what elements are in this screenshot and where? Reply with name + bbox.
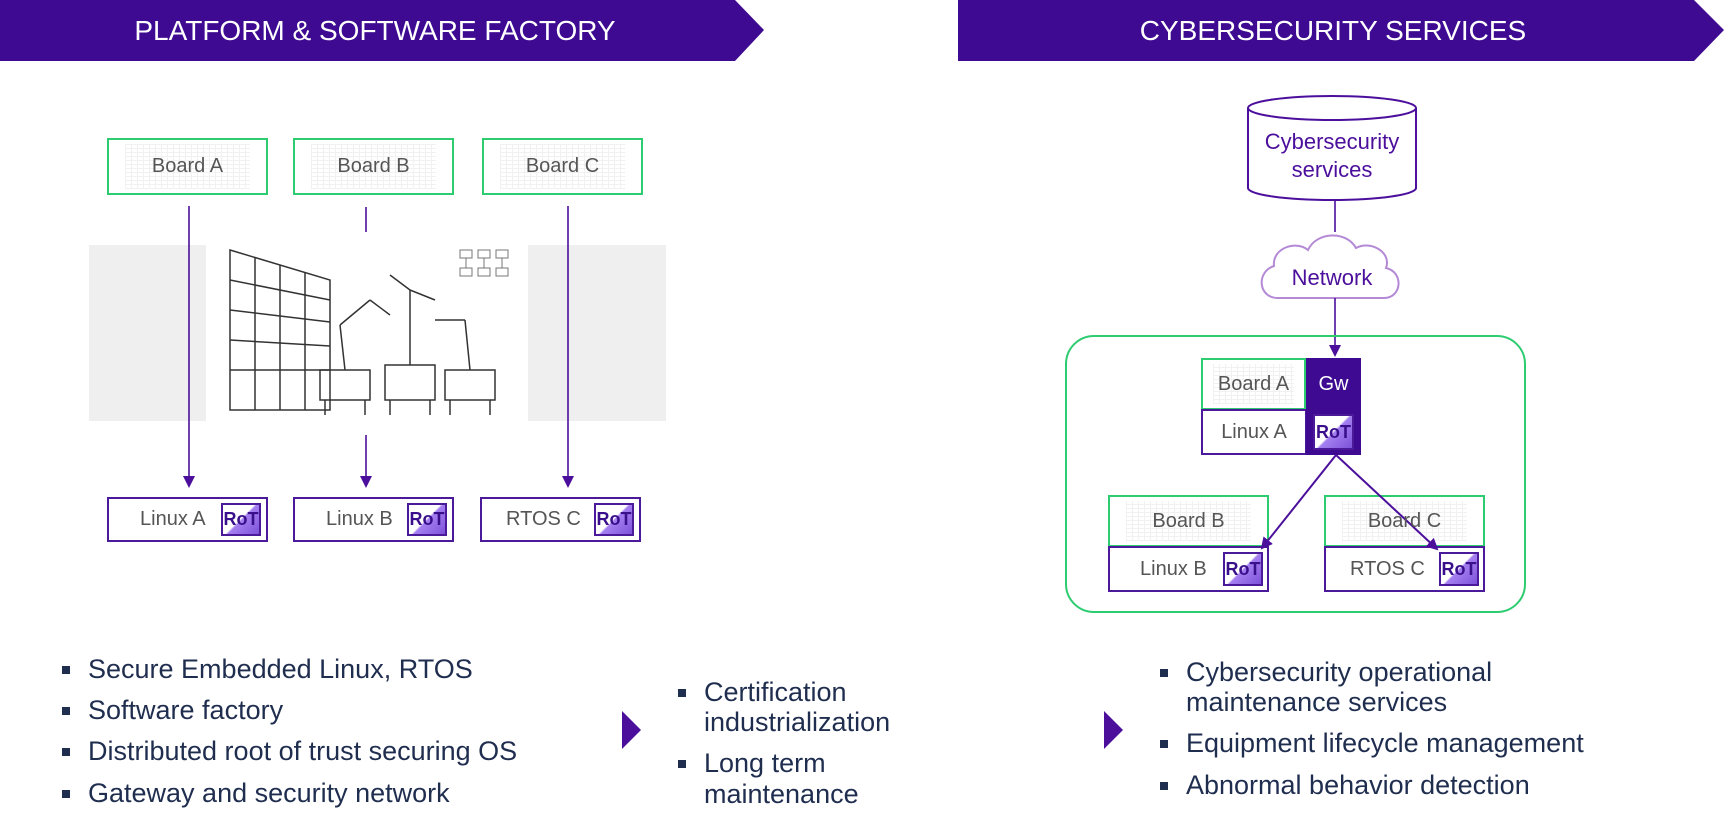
board-c-label-right: Board C: [1367, 509, 1442, 532]
rot-badge: RoT: [1439, 552, 1479, 586]
bullet-item: Equipment lifecycle management: [1158, 728, 1698, 758]
bullet-item: Abnormal behavior detection: [1158, 770, 1698, 800]
linux-b-label-right: Linux B: [1140, 557, 1207, 580]
robot-factory-illustration: [229, 248, 509, 415]
rtos-c-label-right: RTOS C: [1350, 557, 1425, 580]
bullet-item: Gateway and security network: [60, 778, 620, 808]
board-a-box: Board A: [107, 138, 268, 195]
board-b-label: Board B: [337, 155, 410, 177]
network-label: Network: [1291, 265, 1373, 290]
chevron-right-icon: [622, 711, 641, 749]
board-a-box-right: Board A: [1201, 358, 1306, 410]
bullet-list-right: Cybersecurity operational maintenance se…: [1158, 657, 1698, 811]
board-b-box-right: Board B: [1108, 495, 1269, 547]
banner-arrow-shape: [0, 0, 764, 61]
board-a-label-right: Board A: [1217, 372, 1290, 395]
network-group-container: [1065, 335, 1526, 613]
chevron-right-icon: [1104, 711, 1123, 749]
arrow-gw-board-b: [1260, 454, 1337, 550]
cloud-icon: [1260, 234, 1400, 299]
gray-panel-left: [89, 245, 206, 421]
board-texture: [1125, 500, 1252, 542]
rot-badge: RoT: [1313, 414, 1354, 450]
board-texture: [124, 144, 251, 189]
right-diagram-shapes: [1065, 95, 1526, 613]
arrow-gw-board-c: [1335, 454, 1439, 551]
bullet-list-left: Secure Embedded Linux, RTOS Software fac…: [60, 654, 620, 819]
right-banner-title: CYBERSECURITY SERVICES: [1139, 15, 1527, 46]
banner-arrow-shape: [958, 0, 1724, 61]
gateway-arrows: [1260, 454, 1439, 551]
rot-badge: RoT: [221, 503, 261, 536]
linux-a-label: Linux A: [140, 508, 206, 530]
linux-a-label-right: Linux A: [1221, 420, 1287, 443]
linux-b-box-right: Linux B RoT: [1108, 546, 1269, 592]
board-b-box: Board B: [293, 138, 454, 195]
board-b-label-right: Board B: [1152, 509, 1225, 532]
board-c-box-right: Board C: [1324, 495, 1485, 547]
rtos-c-label: RTOS C: [506, 508, 581, 530]
board-c-label: Board C: [525, 155, 600, 177]
board-texture: [499, 144, 626, 189]
rot-badge: RoT: [594, 503, 634, 536]
bullet-list-middle: Certification industrialization Long ter…: [676, 677, 966, 820]
gateway-badge: Gw: [1306, 358, 1361, 410]
rtos-c-box: RTOS C RoT: [480, 497, 641, 542]
bullet-item: Software factory: [60, 695, 620, 725]
left-banner: PLATFORM & SOFTWARE FACTORY: [0, 0, 764, 61]
right-banner: CYBERSECURITY SERVICES: [958, 0, 1724, 61]
bullet-item: Secure Embedded Linux, RTOS: [60, 654, 620, 684]
board-texture: [1341, 500, 1468, 542]
rot-badge: RoT: [407, 503, 447, 536]
gray-panel-right: [528, 245, 666, 421]
linux-b-box: Linux B RoT: [293, 497, 454, 542]
cybersecurity-services-label: Cybersecurity services: [1264, 129, 1400, 182]
bullet-item: Long term maintenance: [676, 748, 966, 809]
left-banner-title: PLATFORM & SOFTWARE FACTORY: [134, 15, 616, 46]
board-a-label: Board A: [151, 155, 224, 177]
board-c-box: Board C: [482, 138, 643, 195]
bullet-item: Cybersecurity operational maintenance se…: [1158, 657, 1586, 717]
bullet-item: Certification industrialization: [676, 677, 966, 737]
database-cylinder-icon: [1247, 95, 1417, 201]
board-texture: [1213, 363, 1294, 405]
left-arrows: [183, 206, 574, 488]
board-texture: [310, 144, 437, 189]
rot-badge: RoT: [1223, 552, 1263, 586]
linux-b-label: Linux B: [326, 508, 393, 530]
rtos-c-box-right: RTOS C RoT: [1324, 546, 1485, 592]
linux-a-box: Linux A RoT: [107, 497, 268, 542]
bullet-item: Distributed root of trust securing OS: [60, 736, 620, 766]
